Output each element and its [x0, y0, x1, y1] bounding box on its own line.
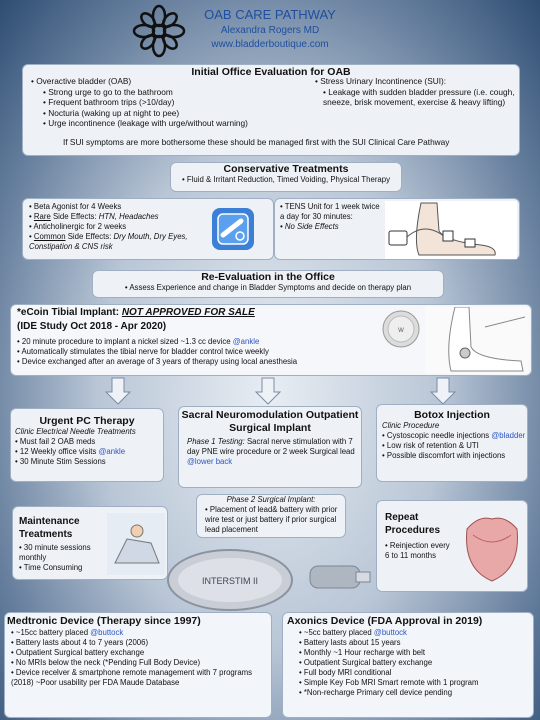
axonics-line-7: • *Non-recharge Primary cell device pend… — [299, 688, 453, 697]
axonics-line-1: • ~5cc battery placed @buttock — [299, 628, 407, 637]
axonics-title: Axonics Device (FDA Approval in 2019) — [287, 615, 483, 627]
sacral-phase-2-box: Phase 2 Surgical Implant: • Placement of… — [196, 494, 346, 538]
clinic-chair-icon — [107, 513, 165, 575]
medtronic-line-4: • No MRIs below the neck (*Pending Full … — [11, 658, 201, 667]
oab-item: • Strong urge to go to the bathroom — [43, 86, 173, 97]
oab-head: • Overactive bladder (OAB) — [31, 76, 132, 86]
ecoin-line-1: • 20 minute procedure to implant a nicke… — [17, 337, 260, 346]
ecoin-box: *eCoin Tibial Implant: NOT APPROVED FOR … — [10, 304, 532, 376]
rare-effects-text: • Rare Side Effects: HTN, Headaches — [29, 212, 159, 221]
oab-list: • Overactive bladder (OAB) • Strong urge… — [31, 76, 301, 129]
maintenance-title: Maintenance Treatments — [19, 516, 80, 540]
axonics-line-6: • Simple Key Fob MRI Smart remote with 1… — [299, 678, 479, 687]
sui-list: • Stress Urinary Incontinence (SUI): • L… — [315, 76, 515, 108]
arrow-down-icon — [104, 377, 457, 405]
sacral-phase-2-title: Phase 2 Surgical Implant: — [226, 495, 316, 504]
initial-title: Initial Office Evaluation for OAB — [191, 66, 351, 78]
maintenance-line-1: • 30 minute sessions monthly — [19, 543, 91, 562]
ecoin-line-2: • Automatically stimulates the tibial ne… — [17, 347, 269, 356]
botox-line-2: • Low risk of retention & UTI — [382, 441, 479, 450]
sacral-phase-1: Phase 1 Testing: Sacral nerve stimulatio… — [187, 437, 355, 466]
medtronic-line-3: • Outpatient Surgical battery exchange — [11, 648, 145, 657]
medtronic-box: Medtronic Device (Therapy since 1997) • … — [4, 612, 272, 718]
reevaluation-line: • Assess Experience and change in Bladde… — [124, 283, 412, 292]
ecoin-title: *eCoin Tibial Implant: NOT APPROVED FOR … — [17, 307, 255, 318]
sacral-phase-2-text: • Placement of lead& battery with prior … — [205, 505, 338, 534]
botox-title: Botox Injection — [414, 409, 490, 421]
sui-item: • Leakage with sudden bladder pressure (… — [323, 86, 515, 108]
medtronic-title: Medtronic Device (Therapy since 1997) — [7, 615, 201, 627]
neurostimulator-devices-image: INTERSTIM II — [167, 549, 371, 611]
initial-evaluation-box: Initial Office Evaluation for OAB • Over… — [22, 64, 520, 156]
ptnt-line-1: • Must fail 2 OAB meds — [15, 437, 96, 446]
page-title: OAB CARE PATHWAY — [204, 7, 336, 22]
botox-box: Botox Injection Clinic Procedure • Cysto… — [376, 404, 528, 482]
tens-foot-icon — [385, 201, 517, 259]
author: Alexandra Rogers MD — [220, 25, 320, 36]
axonics-box: Axonics Device (FDA Approval in 2019) • … — [282, 612, 534, 718]
repeat-text: • Reinjection every 6 to 11 months — [385, 541, 450, 560]
website-link[interactable]: www.bladderboutique.com — [211, 39, 329, 50]
ecoin-study: (IDE Study Oct 2018 - Apr 2020) — [17, 321, 167, 332]
ptnt-line-2: • 12 Weekly office visits @ankle — [15, 447, 126, 456]
sui-note: If SUI symptoms are more bothersome thes… — [63, 137, 450, 147]
axonics-line-5: • Full body MRI conditional — [299, 668, 392, 677]
bladder-icon — [466, 517, 518, 582]
oab-item: • Nocturia (waking up at night to pee) — [43, 107, 180, 118]
repeat-title: Repeat Procedures — [385, 512, 441, 536]
repeat-box: Repeat Procedures • Reinjection every 6 … — [376, 500, 528, 592]
ptnt-line-3: • 30 Minute Stim Sessions — [15, 457, 106, 466]
ptnt-box: Urgent PC Therapy Clinic Electrical Need… — [10, 408, 164, 482]
pill-pack-icon — [212, 208, 254, 250]
medtronic-line-5: • Device recelver & smartphone remote ma… — [11, 668, 253, 687]
device-label: INTERSTIM II — [202, 576, 258, 586]
svg-text:W: W — [398, 328, 404, 334]
beta-agonist-text: • Beta Agonist for 4 Weeks — [29, 202, 122, 211]
ptnt-title: Urgent PC Therapy — [39, 415, 135, 427]
medtronic-line-1: • ~15cc battery placed @buttock — [11, 628, 124, 637]
axonics-line-2: • Battery lasts about 15 years — [299, 638, 401, 647]
sacral-box: Sacral Neuromodulation Outpatient Surgic… — [178, 406, 362, 488]
conservative-title: Conservative Treatments — [223, 163, 349, 175]
conservative-line: • Fluid & Irritant Reduction, Timed Void… — [181, 175, 390, 184]
botox-line-3: • Possible discomfort with injections — [382, 451, 506, 460]
sui-head: • Stress Urinary Incontinence (SUI): — [315, 76, 447, 86]
botox-line-1: • Cystoscopic needle injections @bladder — [382, 431, 526, 440]
tens-effects-text: • No Side Effects — [280, 222, 339, 231]
reevaluation-box: Re-Evaluation in the Office • Assess Exp… — [92, 270, 444, 298]
ecoin-line-3: • Device exchanged after an average of 3… — [17, 357, 298, 366]
medication-box: • Beta Agonist for 4 Weeks • Rare Side E… — [22, 198, 274, 260]
mandala-logo-icon — [132, 4, 186, 58]
anticholinergic-text: • Anticholinergic for 2 weeks — [29, 222, 127, 231]
sacral-title: Sacral Neuromodulation Outpatient Surgic… — [181, 409, 359, 434]
conservative-box: Conservative Treatments • Fluid & Irrita… — [170, 162, 402, 192]
common-effects-text: • Common Side Effects: Dry Mouth, Dry Ey… — [29, 232, 188, 251]
oab-item: • Urge incontinence (leakage with urge/w… — [43, 118, 248, 128]
maintenance-box: Maintenance Treatments • 30 minute sessi… — [12, 506, 168, 580]
reevaluation-title: Re-Evaluation in the Office — [201, 271, 335, 283]
ptnt-subtitle: Clinic Electrical Needle Treatments — [15, 427, 136, 436]
axonics-line-3: • Monthly ~1 Hour recharge with belt — [299, 648, 426, 657]
axonics-line-4: • Outpatient Surgical battery exchange — [299, 658, 433, 667]
medtronic-line-2: • Battery lasts about 4 to 7 years (2006… — [11, 638, 149, 647]
oab-item: • Frequent bathroom trips (>10/day) — [43, 97, 175, 107]
maintenance-line-2: • Time Consuming — [19, 563, 83, 572]
ecoin-device-icon: W — [382, 310, 420, 348]
tens-text: • TENS Unit for 1 week twice a day for 3… — [280, 202, 380, 221]
botox-subtitle: Clinic Procedure — [382, 421, 440, 430]
tens-box: • TENS Unit for 1 week twice a day for 3… — [274, 198, 520, 260]
ankle-implant-icon — [425, 307, 529, 373]
